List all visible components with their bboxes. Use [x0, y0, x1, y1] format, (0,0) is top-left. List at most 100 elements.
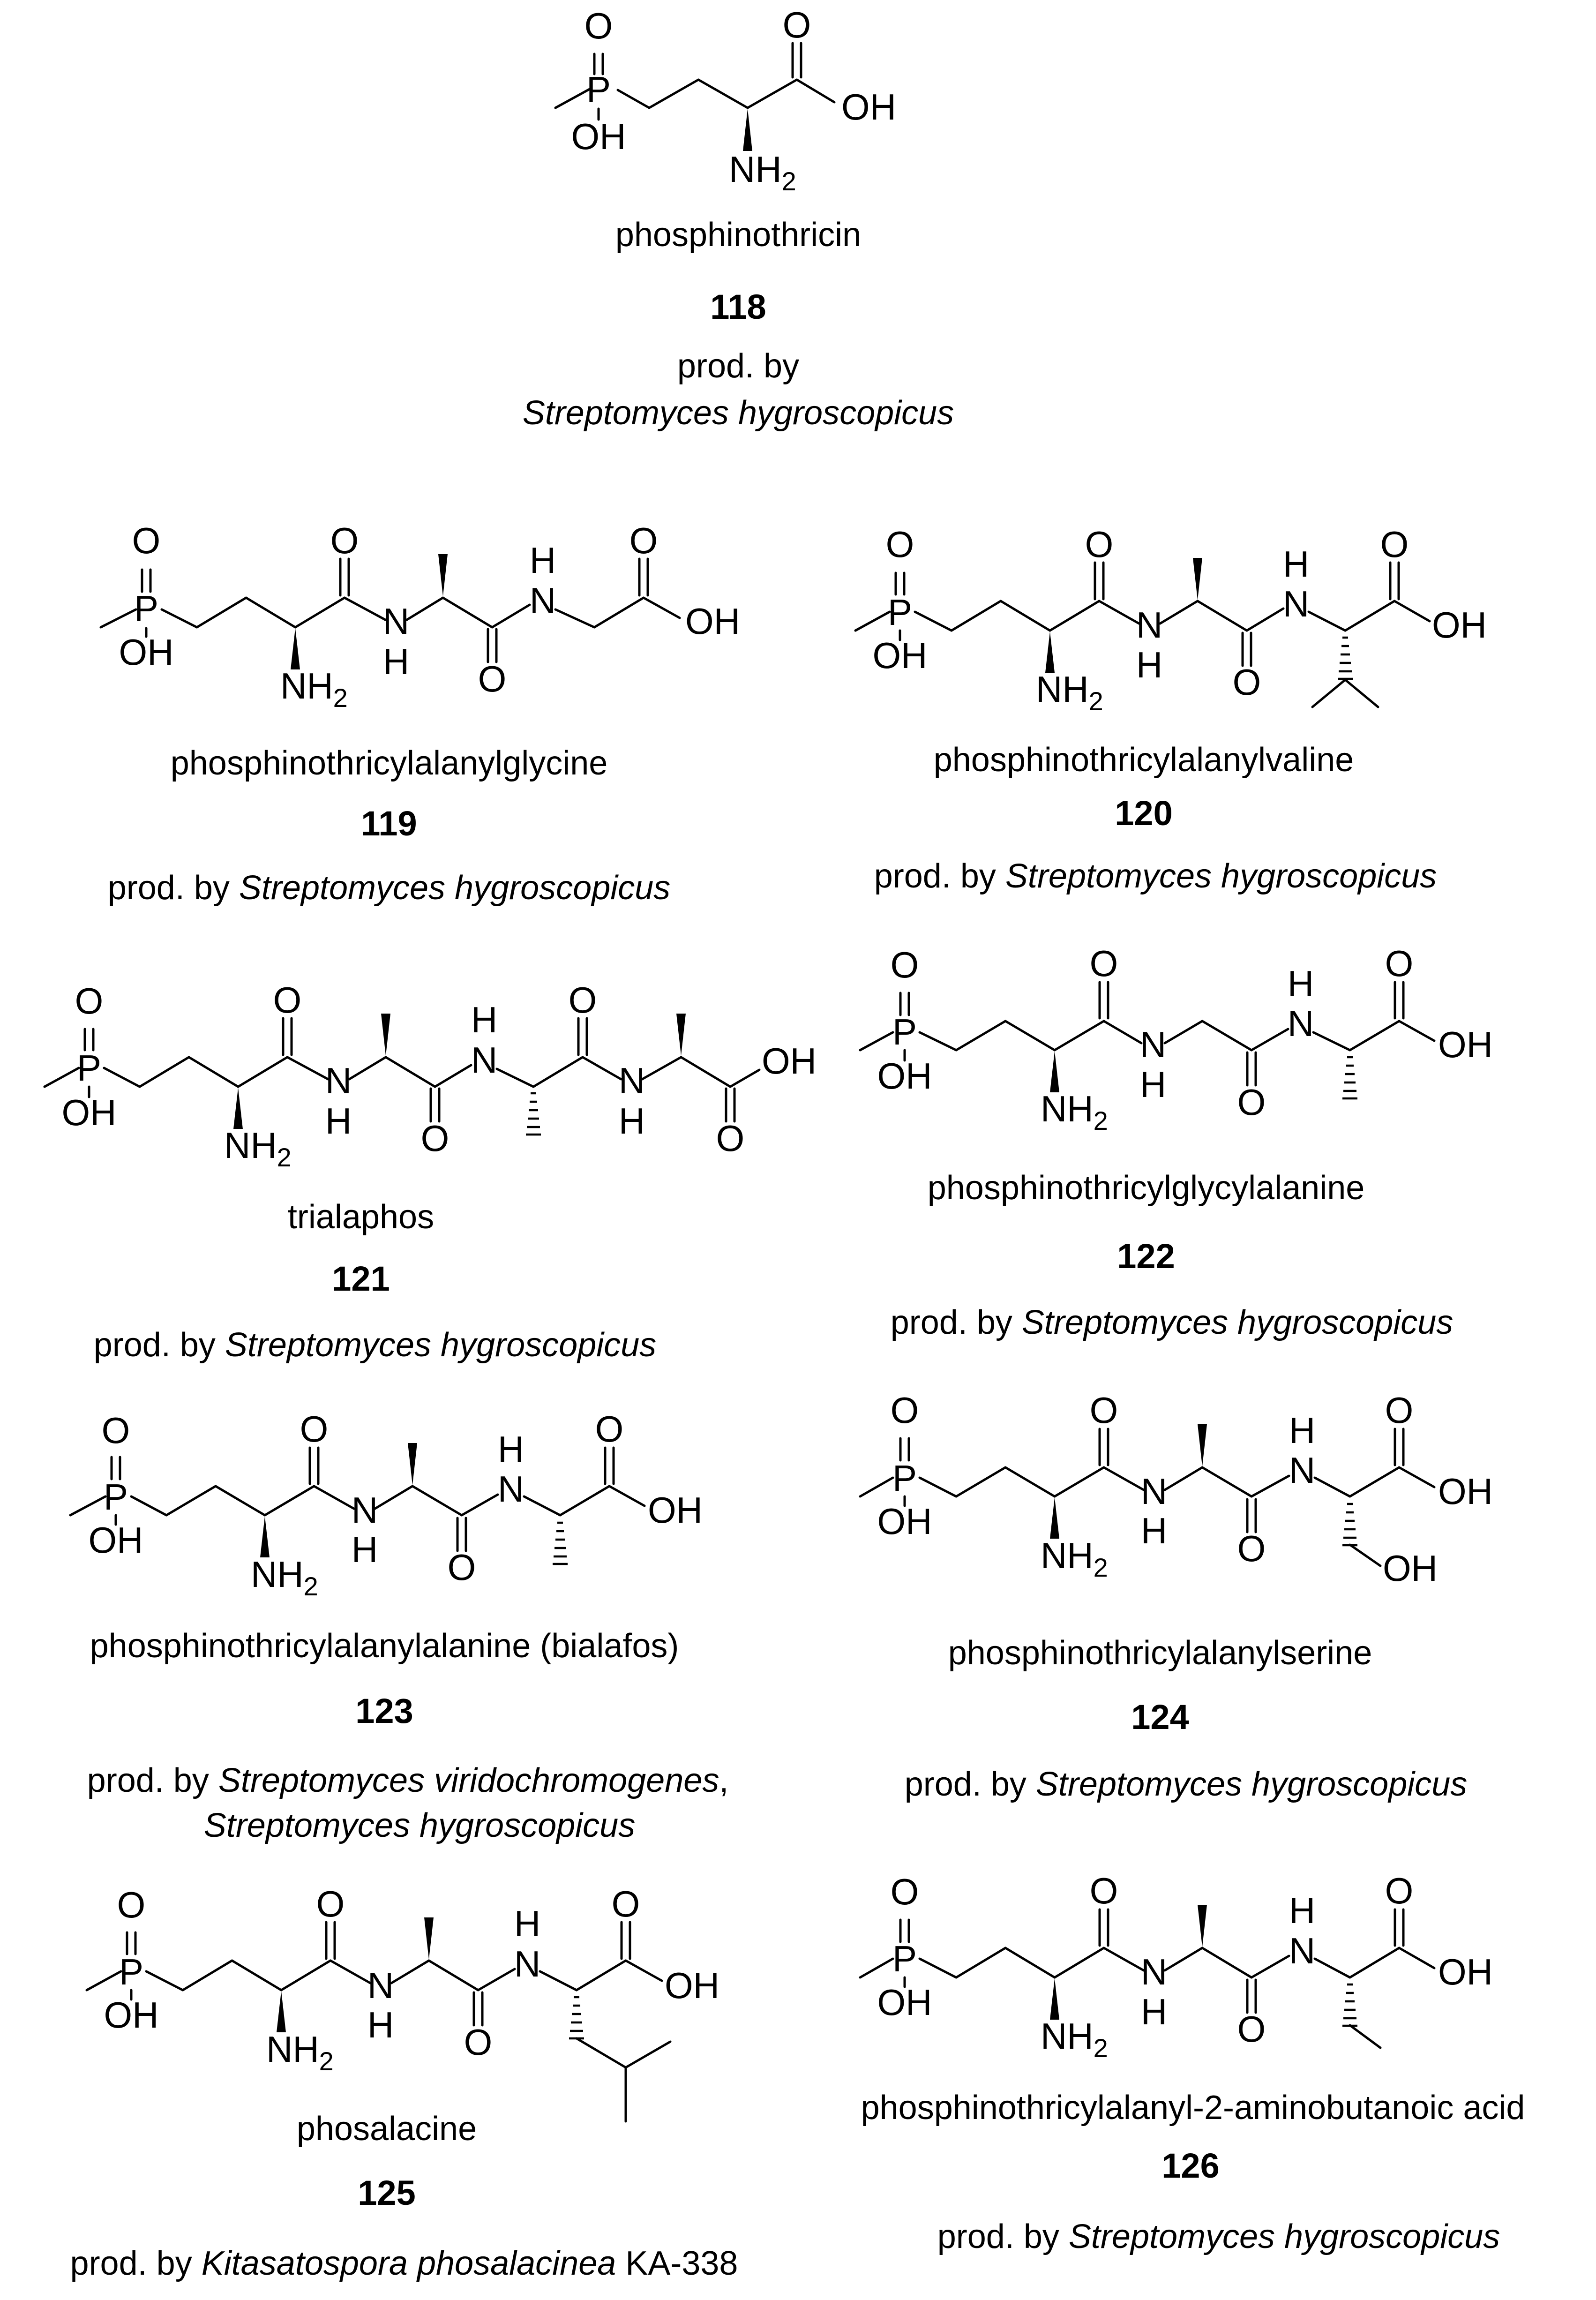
- atom-h: H: [1283, 543, 1309, 585]
- atom-o: O: [629, 520, 658, 561]
- atom-n: N: [325, 1060, 352, 1101]
- atom-h: H: [383, 641, 409, 682]
- producer-line-119: prod. by Streptomyces hygroscopicus: [108, 869, 671, 907]
- atom-p: P: [119, 1951, 143, 1992]
- atom-oh: OH: [877, 1055, 932, 1097]
- atom-oh: OH: [1383, 1548, 1438, 1589]
- atom-n: N: [1283, 583, 1309, 624]
- structure-121: O P OH O N H O H N O N H O OH NH2 triala…: [43, 979, 817, 1364]
- atom-oh: OH: [104, 1994, 159, 2036]
- atom-oh: OH: [1438, 1471, 1493, 1512]
- atom-o: O: [891, 1390, 919, 1431]
- atom-nh2: NH2: [729, 149, 796, 196]
- producer-line-124: prod. by Streptomyces hygroscopicus: [905, 1766, 1468, 1803]
- atom-nh2: NH2: [1041, 2015, 1108, 2063]
- atom-o: O: [316, 1883, 345, 1924]
- atom-o: O: [132, 520, 161, 561]
- atom-o: O: [569, 979, 597, 1021]
- structure-120: O P OH O N H O H N O OH NH2 phosphinothr…: [854, 524, 1487, 895]
- atom-o: O: [1385, 1870, 1414, 1911]
- producer-line-120: prod. by Streptomyces hygroscopicus: [874, 857, 1437, 895]
- atom-p: P: [586, 69, 611, 110]
- atom-n: N: [1141, 1471, 1167, 1512]
- atom-nh2: NH2: [1041, 1088, 1108, 1135]
- atom-oh: OH: [877, 1982, 932, 2023]
- atom-o: O: [1090, 1390, 1118, 1431]
- atom-h: H: [1289, 1410, 1315, 1451]
- atom-o: O: [1090, 1870, 1118, 1911]
- atom-o: O: [584, 5, 613, 46]
- atom-o: O: [891, 1871, 919, 1912]
- atom-p: P: [892, 1458, 917, 1499]
- atom-p: P: [134, 588, 158, 629]
- atom-h: H: [1136, 644, 1162, 685]
- compound-number-120: 120: [1115, 794, 1172, 833]
- atom-n: N: [530, 580, 556, 621]
- atom-o: O: [886, 524, 914, 565]
- atom-h: H: [1141, 1991, 1167, 2032]
- atom-o: O: [595, 1408, 624, 1450]
- atom-o: O: [891, 944, 919, 985]
- atom-n: N: [352, 1489, 378, 1531]
- atom-h: H: [471, 999, 497, 1040]
- compound-name-119: phosphinothricylalanylglycine: [171, 744, 608, 782]
- atom-h: H: [1141, 1510, 1167, 1551]
- atom-oh: OH: [665, 1965, 719, 2006]
- atom-p: P: [104, 1476, 128, 1518]
- atom-n: N: [1289, 1450, 1315, 1491]
- atom-o: O: [117, 1884, 146, 1925]
- structure-126: O P OH O N H O H N O OH NH2 phosphinothr…: [859, 1870, 1525, 2255]
- compound-name-120: phosphinothricylalanylvaline: [934, 741, 1354, 779]
- atom-h: H: [514, 1903, 540, 1944]
- producer-organism2-123: Streptomyces hygroscopicus: [204, 1807, 635, 1844]
- atom-o: O: [1237, 2008, 1266, 2050]
- compound-name-126: phosphinothricylalanyl-2-aminobutanoic a…: [861, 2089, 1525, 2127]
- atom-o: O: [300, 1408, 329, 1450]
- producer-line-126: prod. by Streptomyces hygroscopicus: [937, 2218, 1500, 2255]
- atom-p: P: [892, 1938, 917, 1979]
- structure-124: O P OH O N H O H N O OH OH NH2 phosphino…: [859, 1390, 1493, 1803]
- atom-h: H: [1140, 1064, 1166, 1105]
- atom-nh2: NH2: [251, 1554, 318, 1601]
- compound-number-123: 123: [355, 1691, 413, 1730]
- atom-oh: OH: [841, 86, 896, 128]
- atom-h: H: [367, 2004, 394, 2045]
- atom-o: O: [1237, 1082, 1266, 1123]
- atom-n: N: [1136, 604, 1162, 646]
- compound-name-122: phosphinothricylglycylalanine: [928, 1169, 1365, 1207]
- atom-oh: OH: [1438, 1024, 1493, 1065]
- atom-n: N: [514, 1943, 540, 1984]
- atom-oh: OH: [62, 1092, 117, 1133]
- atom-oh: OH: [685, 601, 740, 642]
- hash-bond: [1342, 1056, 1357, 1100]
- atom-oh: OH: [877, 1501, 932, 1542]
- atom-oh: OH: [1432, 604, 1487, 646]
- atom-oh: OH: [571, 116, 626, 157]
- atom-o: O: [1385, 943, 1414, 984]
- structure-125: O P OH O N H O H N O OH NH2 phosalacine …: [70, 1883, 738, 2282]
- compound-number-121: 121: [332, 1259, 390, 1298]
- producer-line-125: prod. by Kitasatospora phosalacinea KA-3…: [70, 2245, 738, 2282]
- compound-name-123: phosphinothricylalanylalanine (bialafos): [90, 1627, 679, 1665]
- atom-o: O: [612, 1883, 640, 1924]
- compound-name-121: trialaphos: [288, 1198, 434, 1236]
- hash-bond: [1342, 1503, 1357, 1547]
- atom-n: N: [1141, 1951, 1167, 1992]
- atom-h: H: [325, 1100, 352, 1142]
- atom-oh: OH: [762, 1040, 817, 1082]
- atom-oh: OH: [89, 1519, 143, 1561]
- atom-o: O: [1385, 1390, 1414, 1431]
- atom-oh: OH: [648, 1489, 703, 1531]
- atom-o: O: [75, 980, 104, 1022]
- atom-n: N: [1288, 1003, 1314, 1044]
- atom-o: O: [1237, 1528, 1266, 1569]
- atom-o: O: [330, 520, 359, 561]
- atom-o: O: [273, 979, 302, 1021]
- atom-nh2: NH2: [280, 665, 348, 713]
- atom-o: O: [783, 4, 811, 45]
- atom-o: O: [448, 1547, 476, 1588]
- producer-label-118: prod. by: [677, 347, 799, 385]
- atom-oh: OH: [1438, 1951, 1493, 1992]
- atom-nh2: NH2: [1041, 1535, 1108, 1582]
